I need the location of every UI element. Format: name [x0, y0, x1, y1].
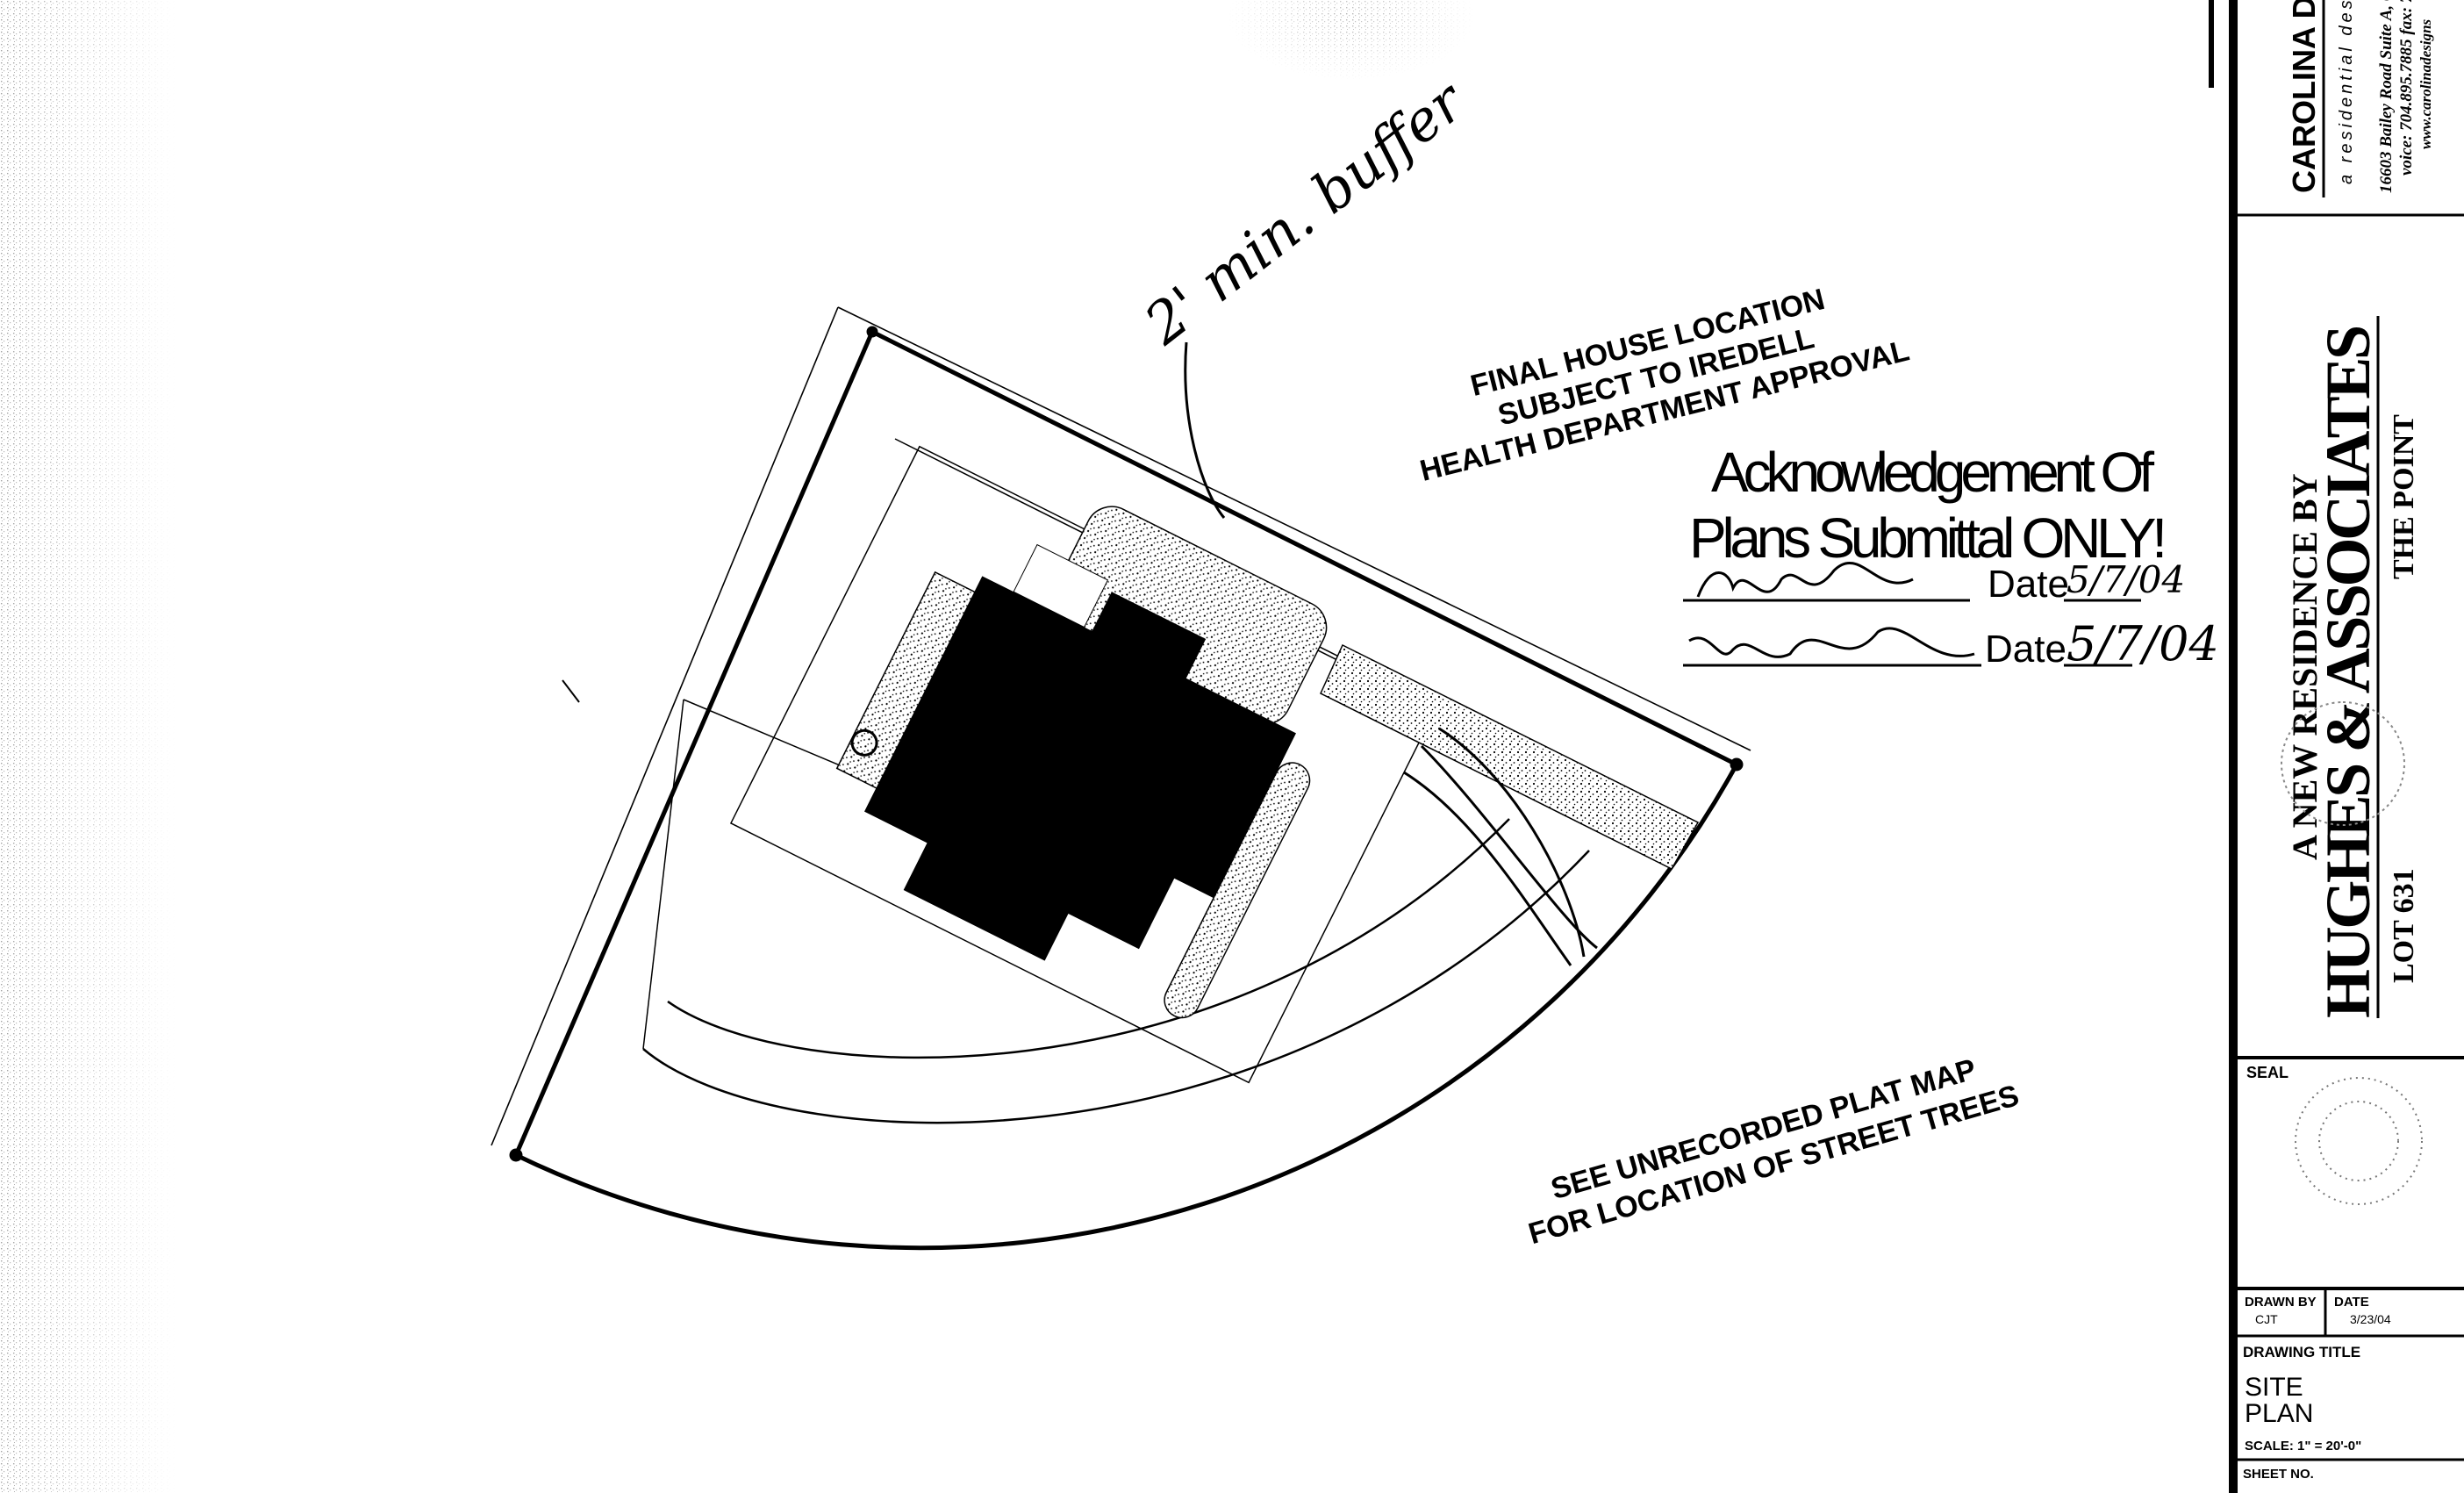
seal-label: SEAL [2246, 1064, 2289, 1081]
acknowledgement-stamp: Acknowledgement Of Plans Submittal ONLY!… [1683, 441, 2219, 671]
builder-logo-emblem [2281, 701, 2405, 826]
title-block: CAROLINA DESIGNS a residential desi 1660… [2209, 0, 2464, 1493]
subdivision-name: THE POINT [2388, 414, 2420, 579]
signature-1 [1696, 562, 1914, 598]
walkway [1164, 762, 1311, 1019]
house-footprint [729, 445, 1439, 1084]
date-label: DATE [2334, 1295, 2369, 1310]
street-trees-note: SEE UNRECORDED PLAT MAP FOR LOCATION OF … [1525, 1052, 2023, 1251]
drawing-title-line-2: PLAN [2245, 1399, 2313, 1428]
firm-phone: voice: 704.895.7885 fax: 704 [2397, 0, 2416, 176]
driveway [1320, 643, 1700, 870]
drawing-title-line-1: SITE [2245, 1373, 2303, 1402]
signature-2-date-label: Date [1985, 628, 2066, 671]
signature-2-date: 5/7/04 [2066, 616, 2219, 671]
signature-1-date: 5/7/04 [2066, 558, 2185, 601]
seal-emblem [2295, 1077, 2423, 1205]
firm-tagline: a residential desi [2337, 0, 2356, 184]
sheet-no-label: SHEET NO. [2243, 1467, 2314, 1482]
drawn-by-value: CJT [2255, 1312, 2278, 1326]
lot-number: LOT 631 [2388, 868, 2420, 983]
drawn-by-label: DRAWN BY [2245, 1295, 2317, 1310]
date-value: 3/23/04 [2350, 1312, 2391, 1326]
handwritten-buffer-note: 2' min. buffer [1133, 68, 1479, 358]
firm-address: 16603 Bailey Road Suite A, Corn [2377, 0, 2396, 193]
hand-drawn-lines [562, 341, 1598, 966]
project-prefix: A NEW RESIDENCE BY [2285, 473, 2324, 860]
lot-boundary [491, 306, 1751, 1251]
ack-line-2: Plans Submittal ONLY! [1689, 506, 2167, 570]
firm-logo: CAROLINA DESIGNS [2286, 0, 2322, 193]
scan-noise-left [0, 0, 175, 1493]
drawing-title-label: DRAWING TITLE [2243, 1344, 2360, 1360]
drawing-scale: SCALE: 1" = 20'-0" [2245, 1439, 2361, 1454]
ack-line-1: Acknowledgement Of [1711, 441, 2154, 504]
house-roof [864, 576, 1296, 961]
scan-noise-top [1227, 0, 1476, 81]
builder-name: HUGHES & ASSOCIATES [2313, 325, 2383, 1018]
firm-web: www.carolinadesigns [2417, 18, 2434, 149]
signature-1-date-label: Date [1988, 563, 2069, 606]
signature-2 [1688, 627, 1975, 658]
